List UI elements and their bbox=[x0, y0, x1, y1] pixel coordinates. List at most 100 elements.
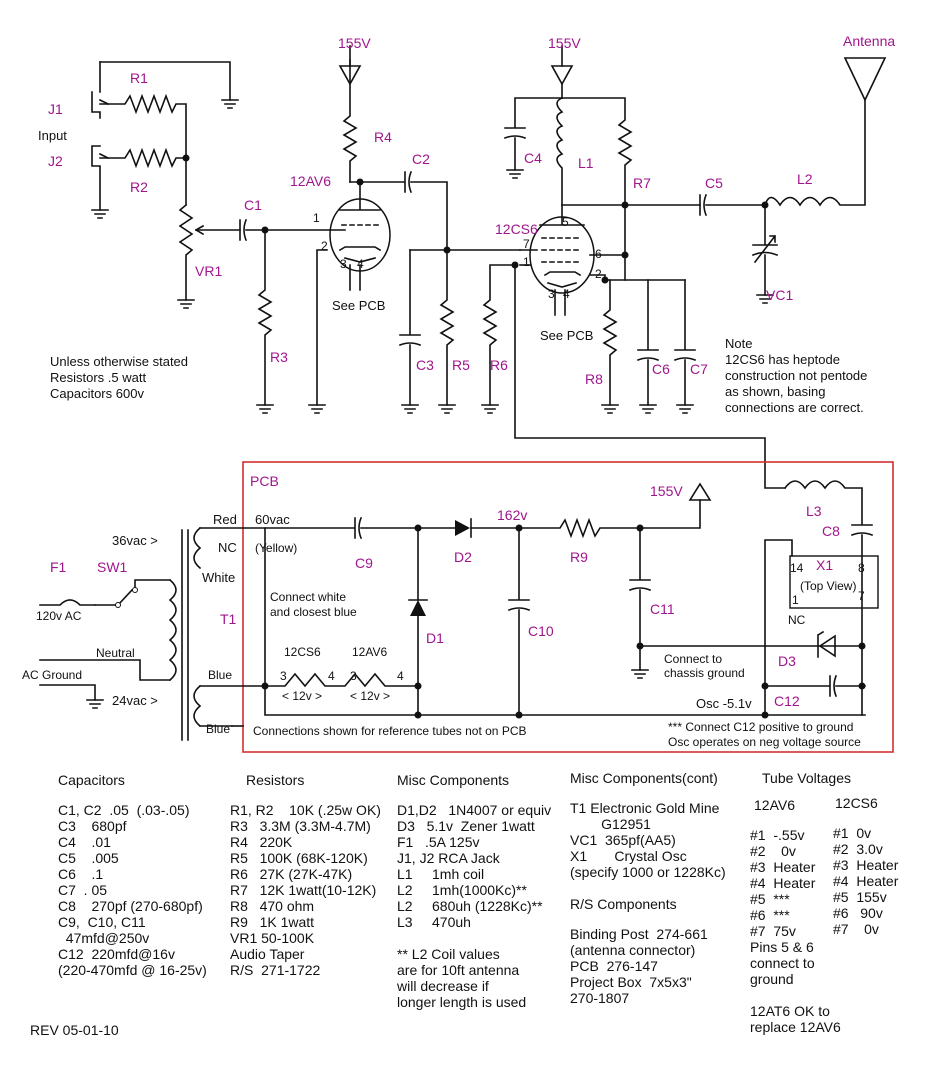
list-item: C4 .01 bbox=[58, 834, 111, 850]
c6-label: C6 bbox=[652, 361, 670, 377]
note-line-2: 12CS6 has heptode bbox=[725, 352, 840, 367]
d1-label: D1 bbox=[426, 630, 444, 646]
list-item: Pins 5 & 6 bbox=[750, 939, 814, 955]
c12-label: C12 bbox=[774, 693, 800, 709]
list-item: #4 Heater bbox=[833, 873, 899, 889]
heater-label-2: 12AV6 bbox=[352, 645, 387, 659]
wire-blue-1: Blue bbox=[208, 668, 232, 682]
r7-label: R7 bbox=[633, 175, 651, 191]
heater-label-1: 12CS6 bbox=[284, 645, 321, 659]
x1-pin-14: 14 bbox=[790, 561, 804, 575]
osc-voltage: Osc -5.1v bbox=[696, 696, 752, 711]
wire-yellow: (Yellow) bbox=[255, 541, 297, 555]
chassis-1: Connect to bbox=[664, 652, 722, 666]
voltage-24vac: 24vac > bbox=[112, 693, 158, 708]
misc-cont-title: Misc Components(cont) bbox=[570, 770, 718, 786]
list-item: connect to bbox=[750, 955, 815, 971]
c9-label: C9 bbox=[355, 555, 373, 571]
list-item: R3 3.3M (3.3M-4.7M) bbox=[230, 818, 371, 834]
list-item: (220-470mfd @ 16-25v) bbox=[58, 962, 207, 978]
see-pcb-1: See PCB bbox=[332, 298, 385, 313]
see-pcb-2: See PCB bbox=[540, 328, 593, 343]
list-item: R/S 271-1722 bbox=[230, 962, 321, 978]
revision: REV 05-01-10 bbox=[30, 1022, 119, 1038]
cs6-pin-2: 2 bbox=[595, 267, 602, 281]
c12-note-1: *** Connect C12 positive to ground bbox=[668, 720, 853, 734]
r9-label: R9 bbox=[570, 549, 588, 565]
list-item: 270-1807 bbox=[570, 990, 630, 1006]
c3-label: C3 bbox=[416, 357, 434, 373]
d3-label: D3 bbox=[778, 653, 796, 669]
list-item: 47mfd@250v bbox=[58, 930, 150, 946]
r1-label: R1 bbox=[130, 70, 148, 86]
voltage-36vac: 36vac > bbox=[112, 533, 158, 548]
misc-list: Misc Components D1,D2 1N4007 or equiv D3… bbox=[397, 772, 551, 1010]
schematic-labels: 155V 155V Antenna R1 J1 Input J2 R2 R4 1… bbox=[22, 33, 895, 749]
c8-label: C8 bbox=[822, 523, 840, 539]
list-item: C6 .1 bbox=[58, 866, 104, 882]
tube-voltages-12cs6: 12CS6 #1 0v #2 3.0v #3 Heater #4 Heater … bbox=[833, 795, 898, 937]
replace-note: 12AT6 OK to bbox=[750, 1003, 830, 1019]
voltage-155v-1: 155V bbox=[338, 35, 371, 51]
c12-note-2: Osc operates on neg voltage source bbox=[668, 735, 861, 749]
tube-voltages-12av6: 12AV6 #1 -.55v #2 0v #3 Heater #4 Heater… bbox=[750, 797, 841, 1035]
r6-label: R6 bbox=[490, 357, 508, 373]
list-item: L3 470uh bbox=[397, 914, 471, 930]
capacitors-list: Capacitors C1, C2 .05 (.03-.05) C3 680pf… bbox=[58, 772, 207, 978]
d2-label: D2 bbox=[454, 549, 472, 565]
input-section bbox=[91, 61, 331, 414]
tube2-label: 12CS6 bbox=[495, 221, 538, 237]
coil-note: will decrease if bbox=[397, 978, 489, 994]
list-item: #6 *** bbox=[750, 907, 790, 923]
list-item: #5 *** bbox=[750, 891, 790, 907]
av6-pin-1: 1 bbox=[313, 211, 320, 225]
misc-cont-list: Misc Components(cont) T1 Electronic Gold… bbox=[570, 770, 726, 1006]
input-label: Input bbox=[38, 128, 67, 143]
wire-red: Red bbox=[213, 512, 237, 527]
list-item: T1 Electronic Gold Mine bbox=[570, 800, 720, 816]
av6-pin-2: 2 bbox=[321, 239, 328, 253]
neutral-label: Neutral bbox=[96, 646, 135, 660]
pin-3a: 3 bbox=[280, 669, 287, 683]
list-item: G12951 bbox=[570, 816, 651, 832]
coil-note: longer length is used bbox=[397, 994, 527, 1010]
junction bbox=[182, 154, 190, 162]
rs-title: R/S Components bbox=[570, 896, 677, 912]
list-item: #2 0v bbox=[750, 843, 796, 859]
list-item: R4 220K bbox=[230, 834, 293, 850]
list-item: Audio Taper bbox=[230, 946, 305, 962]
list-item: R6 27K (27K-47K) bbox=[230, 866, 353, 882]
list-item: F1 .5A 125v bbox=[397, 834, 480, 850]
note-line-3: construction not pentode bbox=[725, 368, 867, 383]
tube-voltages-heading: Tube Voltages bbox=[762, 770, 851, 786]
x1-pin-1: 1 bbox=[792, 593, 799, 607]
note-line-5: connections are correct. bbox=[725, 400, 864, 415]
resistors-list: Resistors R1, R2 10K (.25w OK) R3 3.3M (… bbox=[230, 772, 381, 978]
list-item: #7 75v bbox=[750, 923, 796, 939]
stated-line-2: Resistors .5 watt bbox=[50, 370, 146, 385]
cs6-pin-6: 6 bbox=[595, 247, 602, 261]
voltage-60vac: 60vac bbox=[255, 512, 290, 527]
col1-title: 12AV6 bbox=[754, 797, 795, 813]
r2-label: R2 bbox=[130, 179, 148, 195]
list-item: (antenna connector) bbox=[570, 942, 696, 958]
list-item: VR1 50-100K bbox=[230, 930, 315, 946]
h12v-2: < 12v > bbox=[350, 689, 390, 703]
cs6-pin-5: 5 bbox=[562, 215, 569, 229]
list-item: Binding Post 274-661 bbox=[570, 926, 708, 942]
voltage-120vac: 120v AC bbox=[36, 609, 82, 623]
pin-3b: 3 bbox=[350, 669, 357, 683]
misc-title: Misc Components bbox=[397, 772, 510, 788]
list-item: C9, C10, C11 bbox=[58, 914, 146, 930]
coupling-section bbox=[398, 246, 786, 489]
connect-white-2: and closest blue bbox=[270, 605, 357, 619]
list-item: L1 1mh coil bbox=[397, 866, 485, 882]
list-item: Project Box 7x5x3" bbox=[570, 974, 692, 990]
list-item: X1 Crystal Osc bbox=[570, 848, 687, 864]
tube-voltages-title: Tube Voltages bbox=[762, 770, 851, 786]
av6-pin-4: 4 bbox=[357, 257, 364, 271]
wire-white: White bbox=[202, 570, 235, 585]
list-item: C7 . 05 bbox=[58, 882, 108, 898]
tube-12av6 bbox=[308, 45, 448, 414]
stated-line-1: Unless otherwise stated bbox=[50, 354, 188, 369]
